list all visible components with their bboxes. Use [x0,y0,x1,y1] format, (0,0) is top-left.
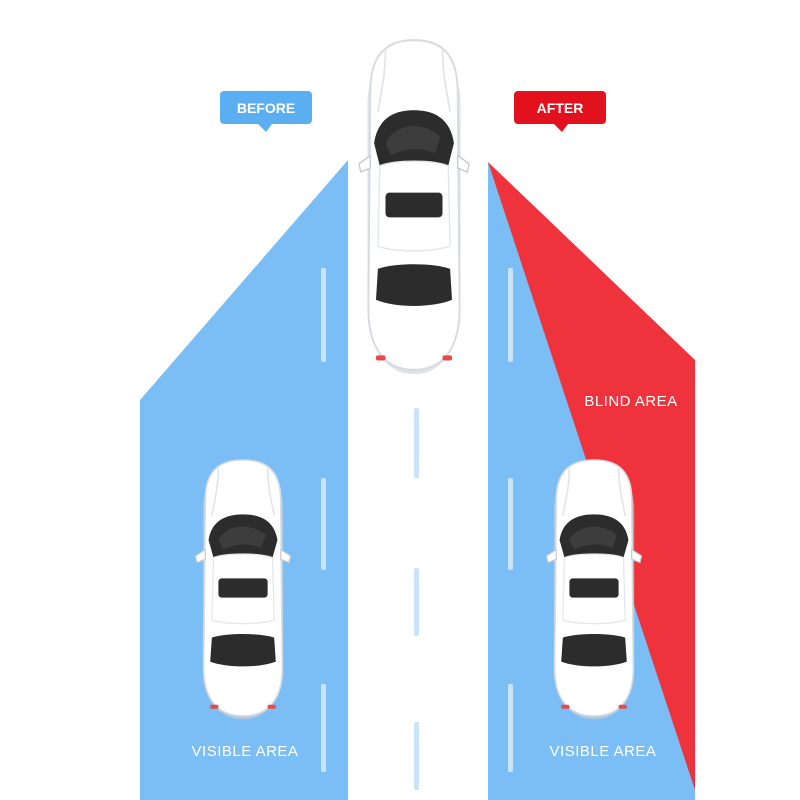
before-tag: BEFORE [220,91,312,132]
before-tag-label: BEFORE [237,100,295,116]
visible-area-left-label: VISIBLE AREA [192,743,299,760]
after-tag: AFTER [514,91,606,132]
car-left [194,459,292,721]
car-right [545,459,643,721]
visible-area-right-label: VISIBLE AREA [550,743,657,760]
car-main [357,39,471,375]
blind-area-label: BLIND AREA [584,393,677,410]
after-tag-label: AFTER [537,100,584,116]
lane-markings [321,268,513,790]
